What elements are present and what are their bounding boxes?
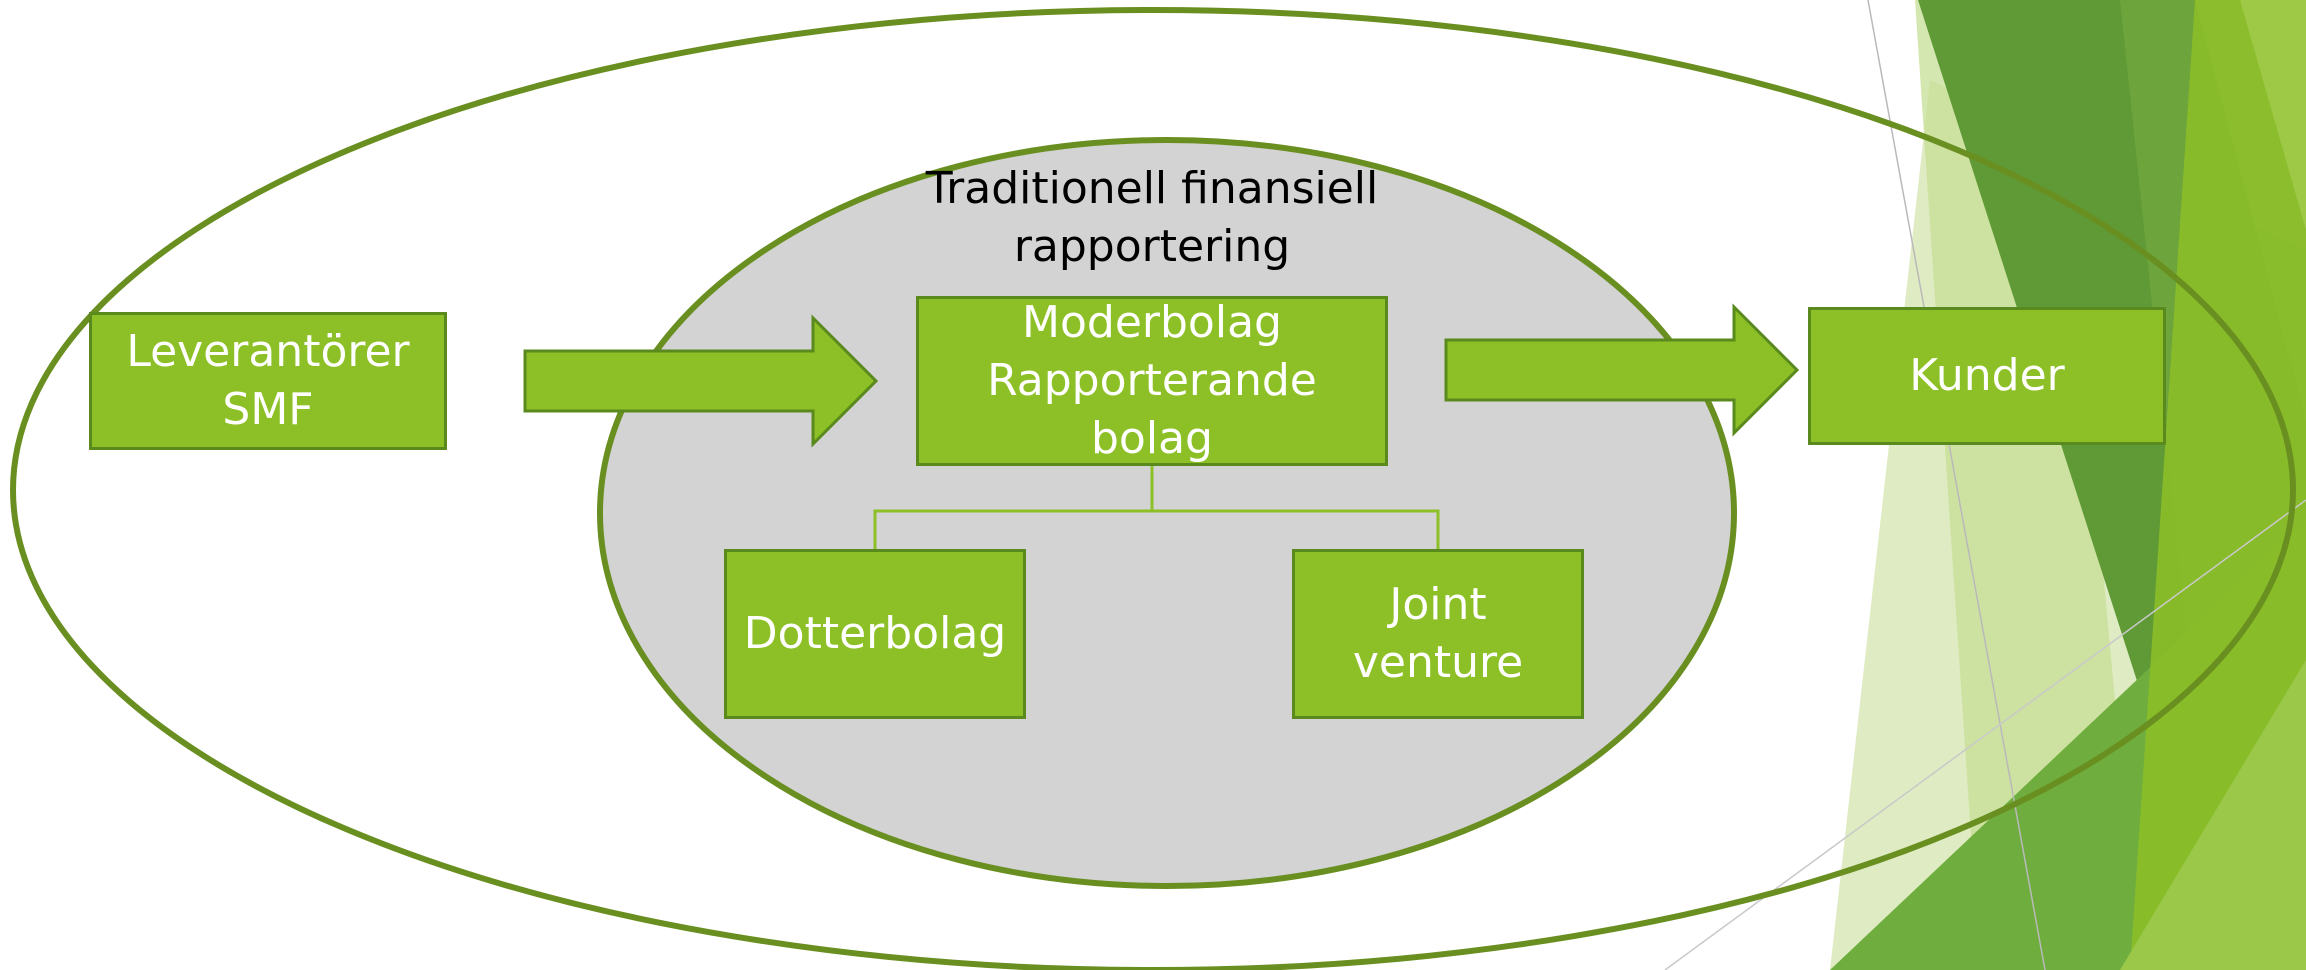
parent-node: Moderbolag Rapporterande bolag [916, 296, 1388, 466]
connector-parent-to-subsidiary [873, 466, 1154, 550]
decor-bright-strip [2130, 0, 2306, 970]
decor-pale-shard [1915, 0, 2140, 970]
arrow-parent-to-customers [1444, 303, 1800, 437]
customers-node-label: Kunder [1909, 350, 2065, 401]
org-connectors [873, 466, 1440, 550]
inner-region-label: Traditionell finansiell rapportering [925, 163, 1379, 272]
outer-ellipse [10, 7, 2296, 970]
suppliers-node: Leverantörer SMF [89, 312, 447, 450]
customers-node: Kunder [1808, 307, 2166, 445]
subsidiary-node: Dotterbolag [724, 549, 1026, 719]
suppliers-node-label: Leverantörer SMF [126, 326, 410, 435]
decor-bright-lower [2120, 660, 2306, 970]
subsidiary-node-label: Dotterbolag [743, 608, 1007, 659]
parent-node-label: Moderbolag Rapporterande bolag [987, 297, 1317, 464]
joint-venture-node-label: Joint venture [1352, 579, 1524, 688]
joint-venture-node: Joint venture [1292, 549, 1584, 719]
decorative-background [1664, 0, 2306, 970]
arrow-suppliers-to-parent [523, 314, 879, 448]
connector-parent-to-joint-venture [1152, 509, 1440, 550]
decor-thin-line-1 [1867, 0, 2046, 970]
